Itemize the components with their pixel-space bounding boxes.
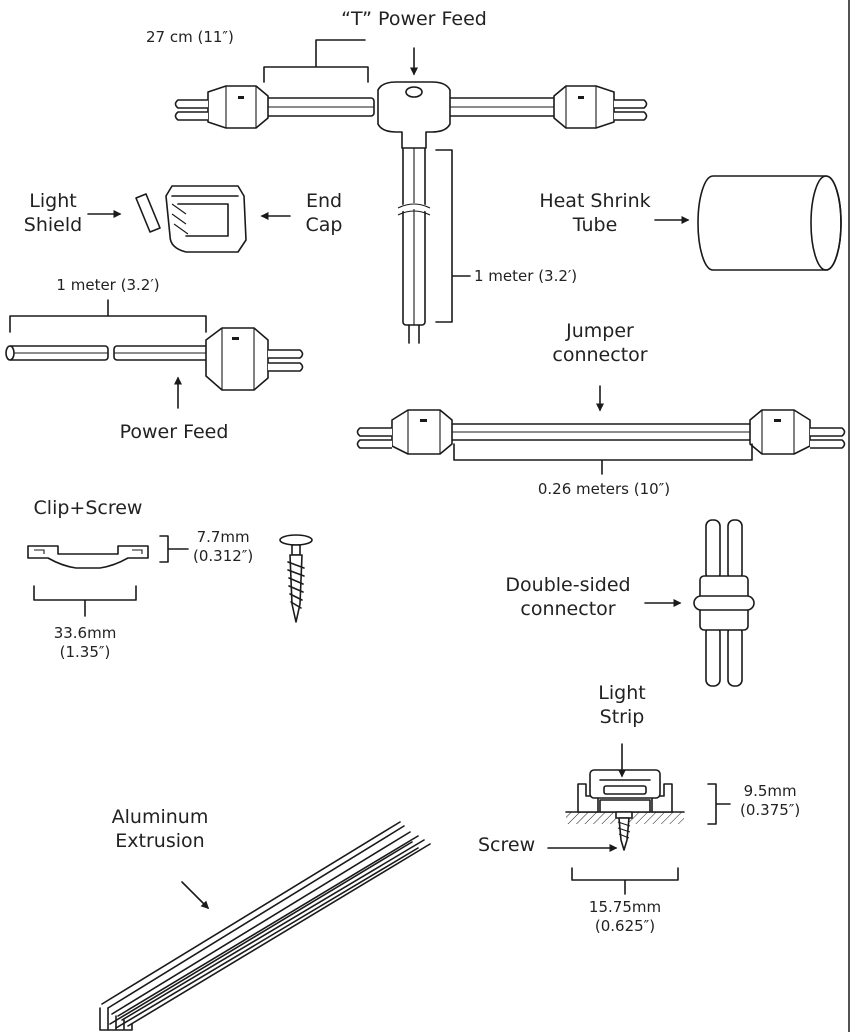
jumper-connector-label: Jumper connector xyxy=(552,320,648,366)
jumper-length-label: 0.26 meters (10″) xyxy=(537,480,671,498)
clip-and-screw xyxy=(27,534,313,623)
t-power-feed-label: “T” Power Feed xyxy=(341,8,487,30)
power-feed-label: Power Feed xyxy=(119,421,229,443)
double-sided-connector xyxy=(644,519,755,687)
aluminum-extrusion-label: Aluminum Extrusion xyxy=(111,806,209,852)
clip-width-label: 33.6mm (1.35″) xyxy=(53,624,117,661)
light-strip-label: Light Strip xyxy=(598,682,646,728)
double-sided-label: Double-sided connector xyxy=(505,574,631,620)
screw-label: Screw xyxy=(478,834,536,856)
light-shield-label: Light Shield xyxy=(23,190,83,236)
t-length-label: 1 meter (3.2′) xyxy=(474,267,578,285)
end-cap-label: End Cap xyxy=(305,190,343,236)
t-power-feed xyxy=(174,39,648,344)
end-cap-set xyxy=(87,185,291,253)
aluminum-extrusion xyxy=(99,821,431,1031)
jumper-connector xyxy=(356,385,846,475)
extrusion-profile xyxy=(547,743,731,895)
extrusion-height-label: 9.5mm (0.375″) xyxy=(740,782,801,819)
t-width-label: 27 cm (11″) xyxy=(146,28,234,46)
clip-height-label: 7.7mm (0.312″) xyxy=(193,528,254,565)
extrusion-width-label: 15.75mm (0.625″) xyxy=(588,898,662,935)
power-feed xyxy=(5,299,304,409)
heat-shrink-tube xyxy=(654,175,842,271)
heat-shrink-label: Heat Shrink Tube xyxy=(539,190,651,236)
power-feed-length-label: 1 meter (3.2′) xyxy=(56,276,160,294)
clip-screw-label: Clip+Screw xyxy=(33,497,143,519)
